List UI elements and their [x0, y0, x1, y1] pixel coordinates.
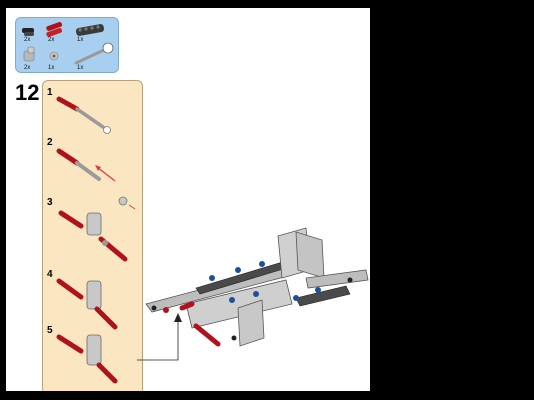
substep-1-illustration — [56, 96, 111, 134]
substep-number: 2 — [47, 137, 53, 148]
part-qty: 1x — [77, 65, 84, 71]
substep-number: 1 — [47, 87, 53, 98]
grey-axle-icon — [74, 42, 114, 65]
red-axle-pin-icon — [46, 21, 62, 37]
parts-list-illustrations — [22, 21, 114, 65]
substep-3-illustration — [58, 210, 128, 262]
substep-4-illustration — [56, 278, 118, 330]
front-bracket — [237, 299, 265, 347]
substep-number: 4 — [47, 269, 53, 280]
dark-pins — [151, 277, 353, 341]
callout-arrowhead — [174, 313, 182, 322]
callout-line — [137, 318, 179, 361]
substep-5-illustration — [56, 334, 118, 384]
part-qty: 1x — [77, 37, 84, 43]
red-pins — [163, 301, 221, 347]
grey-bush-icon — [49, 51, 59, 61]
part-qty: 2x — [48, 37, 55, 43]
right-dark-beam — [295, 285, 351, 307]
part-qty: 2x — [24, 37, 31, 43]
substeps-panel: 1 2 3 4 5 — [42, 80, 143, 391]
substep-2-illustration — [56, 148, 136, 210]
substep-number: 3 — [47, 197, 53, 208]
substep-illustrations — [56, 96, 136, 384]
blue-pins — [209, 261, 321, 303]
dark-beam-icon — [75, 24, 105, 36]
black-connector-pin-icon — [22, 28, 34, 36]
main-assembly-illustration — [137, 227, 369, 361]
part-qty: 2x — [24, 65, 31, 71]
instruction-page: 2x 2x 1x 2x 1x 1x 12 1 2 3 4 5 — [6, 8, 370, 391]
front-frame — [185, 279, 293, 329]
parts-list-box: 2x 2x 1x 2x 1x 1x — [15, 17, 119, 73]
grey-angle-connector-icon — [23, 46, 35, 62]
part-qty: 1x — [48, 65, 55, 71]
substep-number: 5 — [47, 325, 53, 336]
right-cross-beam — [305, 269, 369, 289]
step-number: 12 — [15, 80, 40, 105]
